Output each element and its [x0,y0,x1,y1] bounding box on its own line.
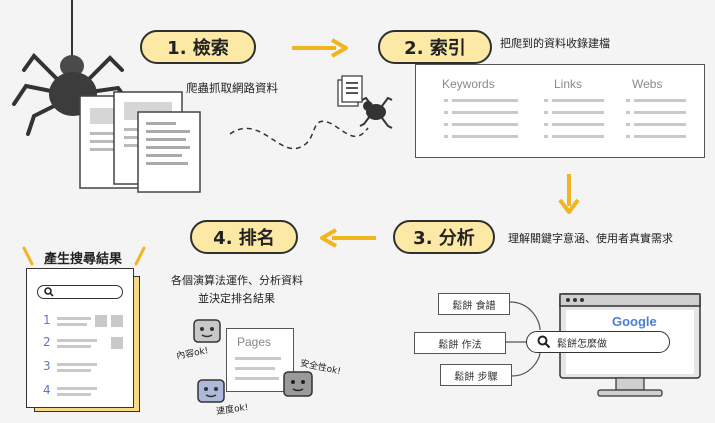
result-number-1: 1 [43,313,51,327]
pages-lines [235,357,281,380]
arrow-right-icon [292,38,348,58]
results-search-bar[interactable] [37,285,123,299]
step-3-caption: 理解關鍵字意涵、使用者真實需求 [508,232,673,245]
step-1-crawl-label: 1. 檢索 [140,30,256,64]
result-number-4: 4 [43,383,51,397]
index-rows [444,99,686,138]
result-number-2: 2 [43,335,51,349]
step-4-caption-line2: 並決定排名結果 [198,292,275,305]
suggestion-steps: 鬆餅 步驟 [440,364,512,386]
result-lines [57,315,123,396]
crawl-path [229,120,369,150]
column-header-webs: Webs [632,77,663,91]
column-header-links: Links [554,77,583,91]
factor-content-ok: 內容ok! [175,346,210,362]
search-bar[interactable]: 鬆餅怎麼做 [526,331,670,353]
crawled-documents [79,91,201,193]
pages-label: Pages [237,335,272,349]
arrow-left-icon [320,228,376,248]
step-3-analyze-label: 3. 分析 [393,220,495,254]
arrow-down-icon [558,174,580,214]
result-number-3: 3 [43,359,51,373]
results-title-accents [22,246,146,266]
small-spider-icon [337,75,393,129]
search-icon [537,335,551,349]
suggestion-method: 鬆餅 作法 [414,332,506,354]
robot-face-icon [283,371,313,397]
column-header-keywords: Keywords [442,77,495,91]
robot-face-icon [193,319,221,343]
pages-card: Pages [226,328,294,392]
robot-face-icon [197,379,225,403]
search-icon [44,287,54,297]
search-query-text: 鬆餅怎麼做 [557,338,607,350]
step-2-index-label: 2. 索引 [378,30,492,64]
results-title: 產生搜尋結果 [44,252,123,267]
step-2-caption: 把爬到的資料收錄建檔 [500,37,610,50]
google-logo: Google [612,314,657,329]
step-1-caption: 爬蟲抓取網路資料 [186,81,278,95]
suggestion-recipe: 鬆餅 食譜 [438,293,510,315]
step-4-rank-label: 4. 排名 [190,220,298,254]
results-page: 1 2 3 4 [26,268,134,408]
index-table: Keywords Links Webs [415,64,705,158]
step-4-caption-line1: 各個演算法運作、分析資料 [171,274,303,287]
